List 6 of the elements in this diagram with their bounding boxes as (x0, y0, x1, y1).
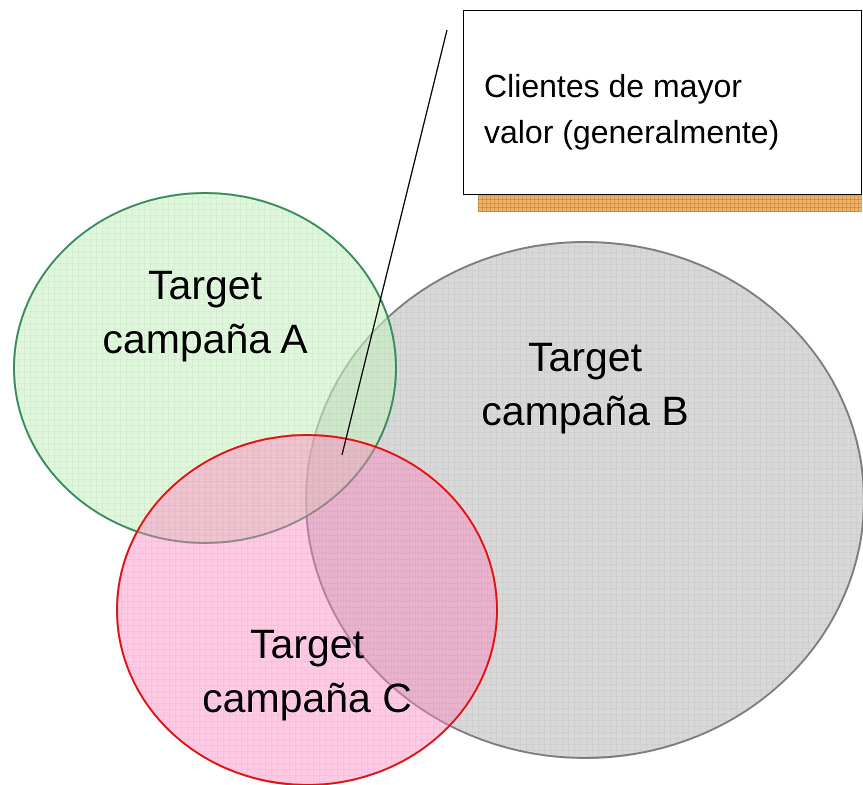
set-label: Target campaña A (101, 261, 309, 364)
set-label: Target campaña B (480, 333, 690, 436)
set-label: Target campaña C (201, 620, 413, 723)
leader-line (341, 30, 448, 456)
callout-text: Clientes de mayor valor (generalmente) (484, 67, 780, 152)
callout-box (463, 10, 862, 195)
